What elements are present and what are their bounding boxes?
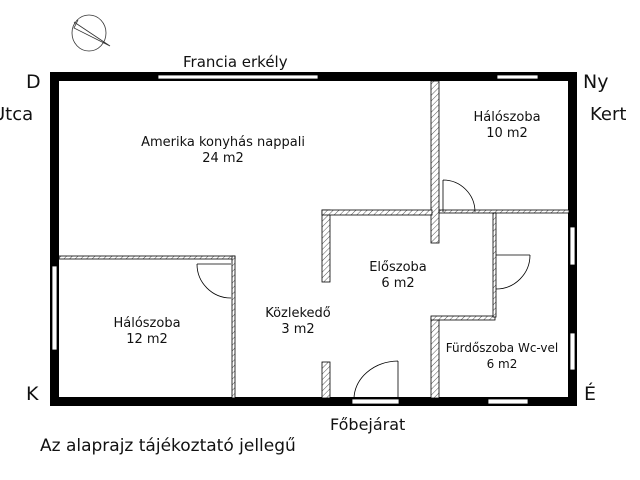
room-corridor: Közlekedő 3 m2: [265, 306, 331, 338]
doors: [196, 179, 531, 400]
room-hallway: Előszoba 6 m2: [369, 260, 427, 292]
room-name: Közlekedő: [265, 306, 331, 321]
door-bedroom-10: [442, 179, 476, 213]
north-arrow-icon: [71, 14, 111, 52]
room-area: 24 m2: [202, 151, 244, 166]
room-name: Fürdőszoba Wc-vel: [445, 341, 559, 355]
interior-walls: [58, 80, 570, 399]
windows: [51, 74, 576, 405]
compass-label-k: K: [26, 383, 39, 405]
room-area: 3 m2: [281, 322, 315, 337]
main-entrance-door: [353, 360, 399, 400]
door-bathroom: [495, 254, 531, 290]
compass-label-ny: Ny: [583, 71, 609, 93]
disclaimer-text: Az alaprajz tájékoztató jellegű: [40, 436, 296, 456]
room-name: Előszoba: [369, 260, 427, 275]
room-area: 6 m2: [486, 357, 518, 371]
room-living-kitchen: Amerika konyhás nappali 24 m2: [141, 135, 305, 167]
room-name: Amerika konyhás nappali: [141, 135, 305, 150]
entrance-label: Főbejárat: [330, 415, 406, 434]
room-area: 10 m2: [486, 126, 528, 141]
room-area: 12 m2: [126, 332, 168, 347]
room-name: Hálószoba: [473, 110, 541, 125]
compass-label-e: É: [584, 383, 597, 405]
room-bedroom-12: Hálószoba 12 m2: [113, 316, 180, 348]
room-name: Hálószoba: [113, 316, 181, 331]
room-area: 6 m2: [381, 276, 415, 291]
balcony-window: [157, 74, 319, 80]
street-label: Utca: [0, 104, 34, 125]
garden-label: Kert: [590, 104, 627, 125]
balcony-label: Francia erkély: [183, 53, 288, 71]
room-bedroom-10: Hálószoba 10 m2: [473, 110, 540, 142]
room-bathroom: Fürdőszoba Wc-vel 6 m2: [446, 340, 559, 372]
compass-label-d: D: [26, 71, 41, 93]
door-bedroom-12: [196, 263, 232, 299]
